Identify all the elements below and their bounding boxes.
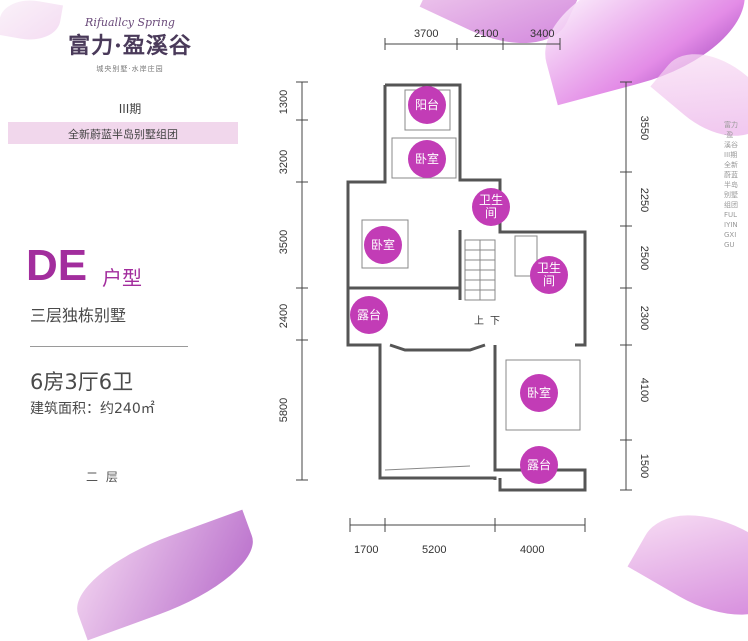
- dim-right-4: 2300: [638, 305, 650, 331]
- dim-right-5: 4100: [638, 377, 650, 403]
- floor-area: 建筑面积：约240㎡: [30, 401, 155, 417]
- dim-left-4: 2400: [278, 303, 290, 329]
- room-bedroom-top: 卧室: [408, 140, 446, 178]
- dim-left-5: 5800: [278, 397, 290, 423]
- dim-bottom-2: 5200: [422, 544, 447, 556]
- dim-top-3: 3400: [530, 28, 555, 40]
- room-balcony: 阳台: [408, 86, 446, 124]
- room-bathroom-mid: 卫生间: [530, 256, 568, 294]
- divider: [30, 346, 188, 347]
- dim-left-3: 3500: [278, 229, 290, 255]
- stair-up-label: 上: [474, 316, 484, 327]
- dim-top-1: 3700: [414, 28, 439, 40]
- dim-right-6: 1500: [638, 453, 650, 479]
- floor-plan: [296, 38, 632, 532]
- floor-label: 二 层: [86, 470, 120, 484]
- room-layout: 6房3厅6卫: [30, 370, 134, 394]
- subtitle-text: 全新蔚蓝半岛别墅组团: [68, 128, 178, 141]
- villa-type: 三层独栋别墅: [30, 306, 127, 325]
- brand-tagline: 城央别墅·水岸庄园: [96, 65, 164, 73]
- brand-script-logo: Rifuallcy Spring: [85, 16, 175, 29]
- dim-top-2: 2100: [474, 28, 499, 40]
- subtitle-banner: [8, 122, 238, 144]
- unit-suffix: 户型: [102, 266, 142, 290]
- dim-left-1: 1300: [278, 89, 290, 115]
- brand-name: 富力·盈溪谷: [68, 33, 192, 59]
- room-bedroom-mid: 卧室: [364, 226, 402, 264]
- dim-bottom-3: 4000: [520, 544, 545, 556]
- dim-right-3: 2500: [638, 245, 650, 271]
- stair-down-label: 下: [490, 316, 500, 327]
- room-terrace-left: 露台: [350, 296, 388, 334]
- phase-label: III期: [118, 102, 142, 116]
- room-bedroom-right: 卧室: [520, 374, 558, 412]
- dim-right-2: 2250: [638, 187, 650, 213]
- room-bathroom-top: 卫生间: [472, 188, 510, 226]
- dim-left-2: 3200: [278, 149, 290, 175]
- side-vertical-text: 富力·盈溪谷 III期 全新蔚蓝半岛别墅组团 FULIYINGXIGU: [724, 121, 738, 249]
- dim-bottom-1: 1700: [354, 544, 379, 556]
- dim-right-1: 3550: [638, 115, 650, 141]
- room-terrace-bottom: 露台: [520, 446, 558, 484]
- unit-code: DE: [26, 241, 88, 290]
